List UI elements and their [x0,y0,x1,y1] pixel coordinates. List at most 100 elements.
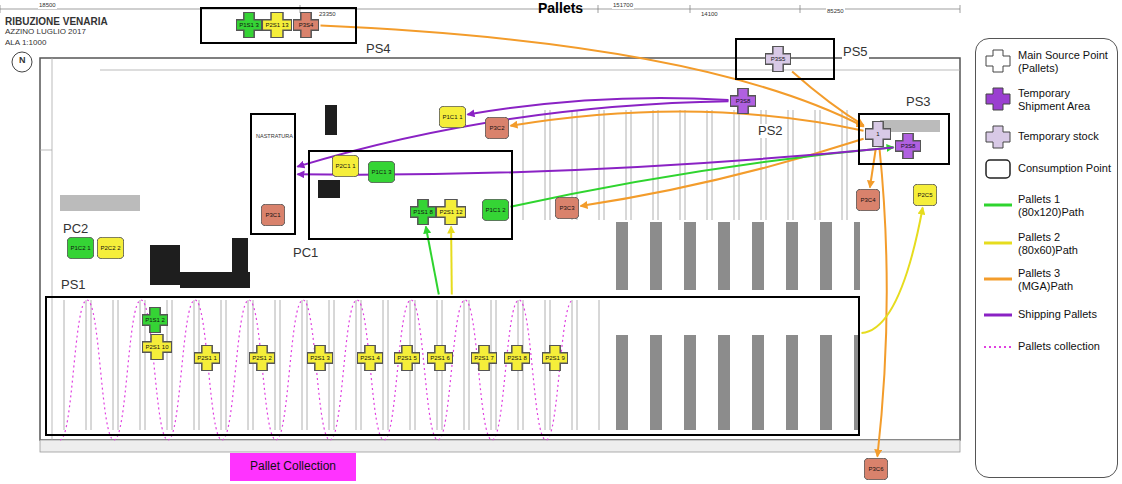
region-label: NASTRATURA [255,133,294,139]
legend-sample [982,303,1014,327]
node-label: P1S1 2 [145,317,165,324]
box-shape [261,204,285,226]
consumption-box: P3C6 [864,458,888,480]
cross-shape [471,345,496,370]
node-label: P2C1 1 [335,163,355,170]
source-cross: P1S1 3 [236,12,262,38]
source-cross: P1S1 2 [142,307,168,333]
map-label: PS2 [757,124,784,138]
node-label: P2C5 [917,192,932,199]
map-label: 18500 [38,2,57,9]
building-outline [40,58,960,440]
line-symbol [984,314,1012,317]
node-label: P2S1 9 [545,355,565,362]
box-shape [482,199,508,221]
legend-sample [982,335,1014,359]
consumption-box: P3C3 [555,197,579,219]
region-label: PS3 [905,95,932,109]
cross-shape [865,121,890,146]
map-label: PC2 [62,222,89,236]
node-label: P2S1 2 [252,355,272,362]
legend-text: Temporary Shipment Area [1018,87,1114,112]
legend-text: Pallets collection [1018,340,1114,353]
source-cross: P2S1 9 [542,345,568,371]
node-label: 1 [876,131,879,138]
source-cross: P3S8 [730,88,756,114]
region-label: PS5 [842,45,869,59]
consumption-area: PC1P2C1 1P1C1 3P1S1 8P2S1 12P1C1 2 [308,150,513,240]
source-cross: P2S1 7 [471,345,497,371]
source-cross: P1S1 8 [410,199,436,225]
source-cross: P2S1 1 [194,345,220,371]
node-label: P1C1 2 [485,207,505,214]
legend-sample [982,87,1014,111]
map-label: 151700 [612,2,634,9]
legend-sample [982,49,1014,73]
node-label: P3C3 [559,205,574,212]
legend-sample [982,193,1014,217]
region-label: PC1 [292,246,319,260]
line-symbol [984,242,1012,245]
consumption-box: P3C4 [856,189,880,211]
cross-symbol [986,50,1010,72]
cross-shape [504,345,529,370]
cross-shape [194,345,219,370]
legend-text: Shipping Pallets [1018,308,1114,321]
node-label: P2S1 8 [507,355,527,362]
map-label: N [18,56,27,66]
flow-arrow [450,227,453,295]
diagram-title: Pallets [538,1,583,16]
source-cross: P2S1 13 [262,12,292,38]
cross-shape [236,12,261,37]
box-shape [485,117,509,139]
map-label: 23350 [318,11,337,18]
cross-shape [427,345,452,370]
box-shape [368,161,394,183]
node-label: P1S1 8 [413,209,433,216]
cross-shape [142,334,171,359]
node-label: P1C2 1 [70,245,90,252]
cross-shape [542,345,567,370]
source-cross: P2S1 3 [307,345,333,371]
consumption-box: P2C1 1 [332,155,359,177]
legend-text: Main Source Point (Pallets) [1018,49,1114,74]
cross-shape [765,46,790,71]
source-cross: P3S4 [293,12,319,38]
cross-symbol [986,126,1010,148]
node-label: P2S1 13 [265,22,288,29]
source-cross: P2S1 6 [427,345,453,371]
consumption-area: PS5P3S5 [735,38,835,80]
flow-arrow [870,149,876,188]
node-label: P1C1 3 [371,169,391,176]
node-label: P3S8 [901,143,916,150]
consumption-box: P2C5 [913,184,937,206]
consumption-box: P2C2 2 [97,237,124,259]
node-label: P2S1 12 [439,209,462,216]
node-label: P1C1 1 [442,114,462,121]
node-label: P2S1 6 [430,355,450,362]
inner-wall [40,58,960,440]
source-cross: P2S1 5 [394,345,420,371]
source-cross: P3S8 [895,133,921,159]
rack-blocks [600,222,860,290]
cross-shape [895,133,920,158]
map-label: ALA 1:1000 [4,39,47,48]
flow-arrow [468,98,729,115]
map-label: 14100 [700,11,719,18]
source-cross: P2S1 12 [436,199,466,225]
box-shape [555,197,579,219]
legend-text: Temporary stock [1018,130,1114,143]
flow-arrow [581,139,864,206]
source-cross: 1 [865,121,891,147]
cross-shape [436,199,465,224]
cross-shape [730,88,755,113]
cross-shape [357,345,382,370]
line-symbol [984,204,1012,207]
cross-shape [142,307,167,332]
consumption-box: Pallet Collection [230,453,356,481]
source-cross: P2S1 8 [504,345,530,371]
map-label: RIBUZIONE VENARIA [4,16,109,27]
